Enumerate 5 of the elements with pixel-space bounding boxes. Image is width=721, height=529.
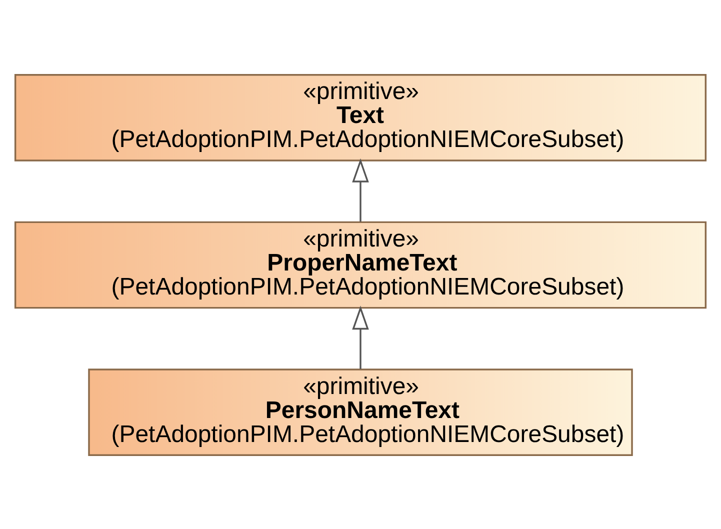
arrow (352, 158, 369, 222)
node-box: «primitive» ProperNameText (PetAdoptionPIM.PetAdoptionNIEMCoreSubset) (14, 220, 707, 308)
node-box: «primitive» Text (PetAdoptionPIM.PetAdoptionNIEMCoreSubset) (14, 74, 707, 161)
arrow (352, 305, 369, 368)
node-box: «primitive» PersonNameText (PetAdoptionPIM.PetAdoptionNIEMCoreSubset) (88, 368, 633, 456)
